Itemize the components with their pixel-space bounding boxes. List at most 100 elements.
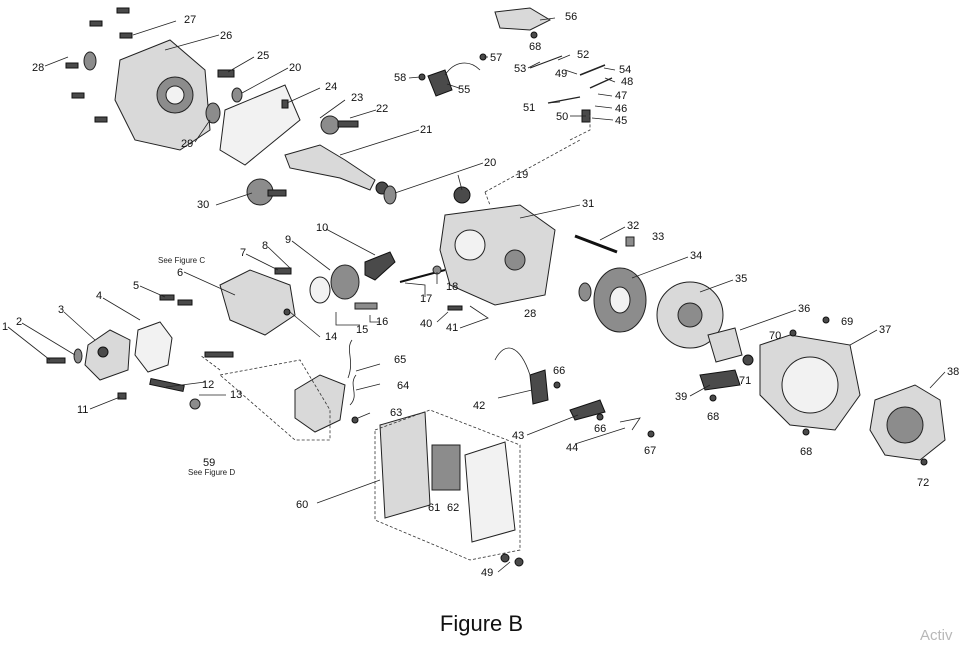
callout: 63	[390, 407, 402, 419]
bolts-27	[65, 7, 133, 123]
callout: 34	[690, 250, 702, 262]
callout: 56	[565, 11, 577, 23]
callout: 61	[428, 502, 440, 514]
callout: 71	[739, 375, 751, 387]
gear-19	[453, 186, 471, 204]
callout-labels: 1 2 3 4 5 6 7 8 9 10 11 12 13 14 15 16 1…	[2, 11, 959, 579]
screw-70	[789, 329, 797, 337]
hose-64	[349, 374, 357, 406]
governor-shaft	[337, 120, 359, 128]
callout: 49	[481, 567, 493, 579]
callout: 35	[735, 273, 747, 285]
callout: 44	[566, 442, 578, 454]
callout: 7	[240, 247, 246, 259]
washer-2	[73, 348, 83, 364]
recoil-starter-center	[886, 406, 924, 444]
connecting-rod	[364, 251, 396, 281]
callout: 20	[289, 62, 301, 74]
ignition-coil	[529, 369, 549, 405]
callout: 31	[582, 198, 594, 210]
nut-49-low-a	[500, 553, 510, 563]
callout: 37	[879, 324, 891, 336]
callout: 46	[615, 103, 627, 115]
callout: 50	[556, 111, 568, 123]
callout: 6	[177, 267, 183, 279]
starter-cup	[707, 327, 743, 363]
callout: 62	[447, 502, 459, 514]
callout: 68	[707, 411, 719, 423]
callout: 41	[446, 322, 458, 334]
callout: 65	[394, 354, 406, 366]
callout: 66	[594, 423, 606, 435]
plug-11	[117, 392, 127, 400]
cylinder-head	[219, 269, 296, 336]
nut-49-low-b	[514, 557, 524, 567]
cooling-fan-hub	[677, 302, 703, 328]
callout: 45	[615, 115, 627, 127]
filter-element-61	[431, 444, 461, 491]
callout: 3	[58, 304, 64, 316]
bearing-20-lower	[383, 185, 397, 205]
oil-seal-right	[578, 282, 592, 302]
callout: 59	[203, 457, 215, 469]
callout: 5	[133, 280, 139, 292]
callout: 10	[316, 222, 328, 234]
watermark-text: Activ	[920, 627, 953, 644]
crankshaft	[284, 144, 376, 191]
callout: 55	[458, 84, 470, 96]
governor-gear	[320, 115, 340, 135]
flywheel-nut	[742, 354, 754, 366]
figure-caption: Figure B	[439, 611, 524, 636]
oil-seal-left	[83, 51, 97, 71]
nut-33	[625, 236, 635, 247]
callout: 22	[376, 103, 388, 115]
see-figure-c-note: See Figure C	[158, 256, 205, 265]
callout: 38	[947, 366, 959, 378]
callout: 15	[356, 324, 368, 336]
valve-cover-gasket	[134, 321, 173, 373]
screw-68a	[709, 394, 717, 402]
spark-plug	[274, 267, 292, 275]
valve-cover-bolt	[97, 346, 109, 358]
coil-wire	[494, 347, 531, 376]
callout: 13	[230, 389, 242, 401]
callout: 25	[257, 50, 269, 62]
breather-tube	[149, 377, 185, 393]
callout: 72	[917, 477, 929, 489]
callout: 48	[621, 76, 633, 88]
callout: 17	[420, 293, 432, 305]
screw-14	[283, 308, 291, 316]
callout: 40	[420, 318, 432, 330]
gasket-upper	[219, 84, 301, 166]
callout: 42	[473, 400, 485, 412]
pin-24	[281, 99, 289, 109]
wire-clip-44	[619, 417, 641, 431]
callout: 67	[644, 445, 656, 457]
cylinder-bore	[454, 229, 486, 261]
callout: 4	[96, 290, 102, 302]
callout: 43	[512, 430, 524, 442]
callout: 24	[325, 81, 337, 93]
callout: 18	[446, 281, 458, 293]
callout: 1	[2, 321, 8, 333]
callout: 30	[197, 199, 209, 211]
callout: 53	[514, 63, 526, 75]
callout: 19	[516, 169, 528, 181]
screw-68b	[802, 428, 810, 436]
callout: 47	[615, 90, 627, 102]
bolt-5a	[159, 294, 175, 301]
hose-65	[347, 339, 353, 379]
callout: 23	[351, 92, 363, 104]
throttle-control	[494, 7, 552, 31]
callout: 52	[577, 49, 589, 61]
callout: 14	[325, 331, 337, 343]
screw-68-top	[530, 31, 538, 39]
callout: 28	[524, 308, 536, 320]
air-filter-cover	[464, 441, 516, 543]
screw-67	[647, 430, 655, 438]
oil-dipstick	[217, 69, 235, 78]
switch-55	[427, 69, 453, 97]
callout: 27	[184, 14, 196, 26]
bolt-1	[46, 357, 66, 364]
switch-wire	[444, 62, 481, 76]
